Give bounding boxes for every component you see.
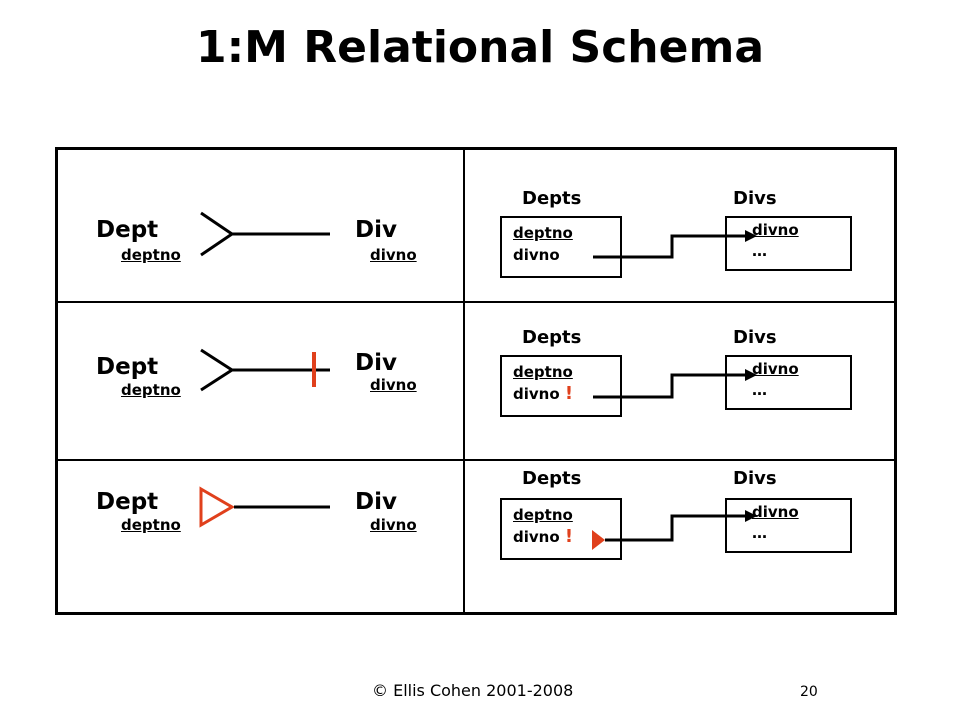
entity-div: Div (355, 489, 397, 515)
depts-table-box: deptno divno (500, 216, 622, 278)
attr-deptno: deptno (121, 516, 181, 534)
footer-copyright: © Ellis Cohen 2001-2008 (372, 681, 574, 700)
attr-divno: divno (370, 376, 417, 394)
schema-table (55, 147, 897, 615)
fk-reference-arrow (592, 510, 757, 550)
depts-table-box: deptno divno ! (500, 498, 622, 560)
column-divider (463, 147, 465, 615)
divs-more-columns: … (752, 524, 767, 542)
attr-divno: divno (370, 246, 417, 264)
crows-foot-connector (200, 211, 330, 257)
entity-dept: Dept (96, 217, 159, 243)
table-name-divs: Divs (733, 188, 777, 209)
entity-div: Div (355, 217, 397, 243)
fk-reference-arrow (593, 369, 757, 399)
entity-dept: Dept (96, 354, 159, 380)
depts-pk-deptno: deptno (513, 363, 573, 381)
entity-div: Div (355, 350, 397, 376)
table-name-depts: Depts (522, 327, 582, 348)
page-number: 20 (800, 684, 818, 700)
required-mark: ! (564, 526, 574, 547)
divs-table-box: divno … (725, 355, 852, 410)
slide-title: 1:M Relational Schema (195, 22, 765, 73)
attr-divno: divno (370, 516, 417, 534)
divs-pk-divno: divno (752, 503, 799, 521)
crows-foot-mandatory-connector (200, 348, 330, 392)
fk-label: divno (513, 528, 560, 546)
depts-fk-divno: divno ! (513, 383, 620, 405)
depts-fk-divno: divno (513, 244, 620, 266)
fk-label: divno (513, 246, 560, 264)
entity-dept: Dept (96, 489, 159, 515)
row-divider-1 (55, 301, 897, 303)
table-name-divs: Divs (733, 468, 777, 489)
depts-pk-deptno: deptno (513, 224, 573, 242)
attr-deptno: deptno (121, 381, 181, 399)
fk-label: divno (513, 385, 560, 403)
depts-table-box: deptno divno ! (500, 355, 622, 417)
divs-pk-divno: divno (752, 360, 799, 378)
attr-deptno: deptno (121, 246, 181, 264)
row-divider-2 (55, 459, 897, 461)
divs-pk-divno: divno (752, 221, 799, 239)
triangle-connector (199, 486, 330, 528)
depts-pk-deptno: deptno (513, 506, 573, 524)
divs-table-box: divno … (725, 216, 852, 271)
required-mark: ! (564, 383, 574, 404)
fk-reference-arrow (593, 230, 757, 259)
divs-table-box: divno … (725, 498, 852, 553)
table-name-depts: Depts (522, 188, 582, 209)
divs-more-columns: … (752, 381, 767, 399)
table-name-divs: Divs (733, 327, 777, 348)
table-name-depts: Depts (522, 468, 582, 489)
depts-fk-divno: divno ! (513, 526, 620, 548)
divs-more-columns: … (752, 242, 767, 260)
